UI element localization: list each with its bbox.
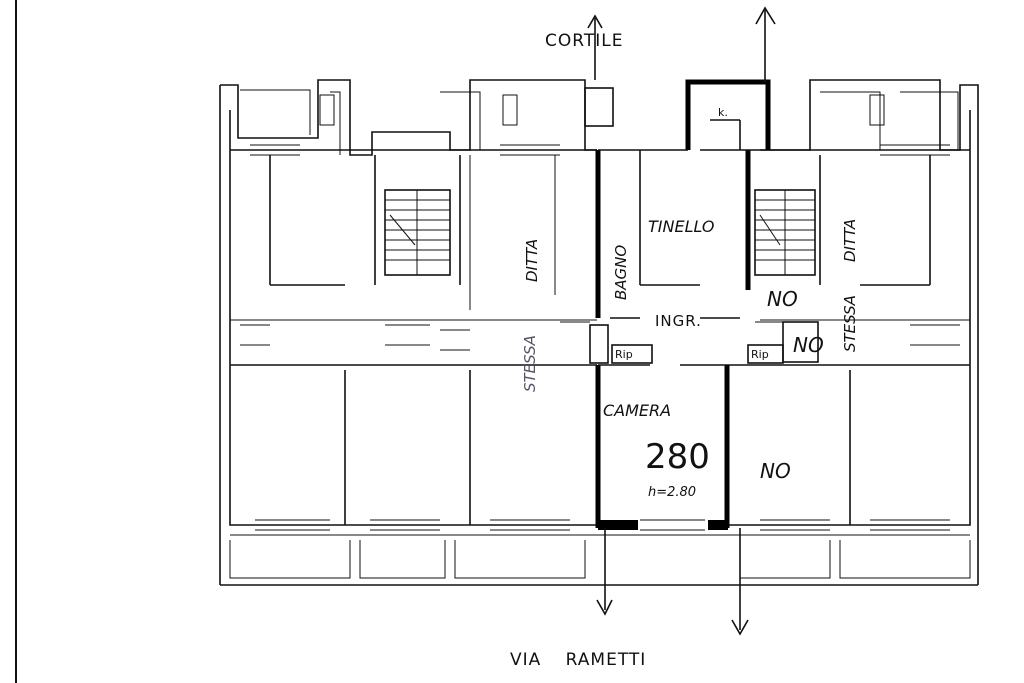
label-via-rametti: VIA RAMETTI <box>510 650 646 670</box>
label-rip-left: Rip <box>615 348 633 361</box>
interior-walls <box>230 149 970 525</box>
label-no-bottom: NO <box>760 459 791 483</box>
label-unit-number: 280 <box>645 437 710 477</box>
label-cortile: CORTILE <box>545 31 623 51</box>
label-ditta-right: DITTA <box>841 219 859 262</box>
stair-right <box>754 189 816 276</box>
label-height: h=2.80 <box>648 485 696 500</box>
label-ditta-left: DITTA <box>523 239 541 282</box>
label-ingr: INGR. <box>655 312 702 330</box>
label-bagno: BAGNO <box>612 245 630 300</box>
label-stessa-left: STESSA <box>521 335 539 392</box>
label-camera: CAMERA <box>603 401 671 420</box>
arrows <box>587 6 776 636</box>
label-tinello: TINELLO <box>648 217 715 236</box>
label-k: k. <box>718 106 728 119</box>
label-no-top: NO <box>767 287 798 311</box>
highlighted-unit <box>584 79 819 530</box>
stair-left <box>384 189 451 276</box>
label-stessa-right: STESSA <box>841 295 859 352</box>
label-no-mid: NO <box>793 333 824 357</box>
window-marks <box>250 94 950 531</box>
label-rip-right: Rip <box>751 348 769 361</box>
